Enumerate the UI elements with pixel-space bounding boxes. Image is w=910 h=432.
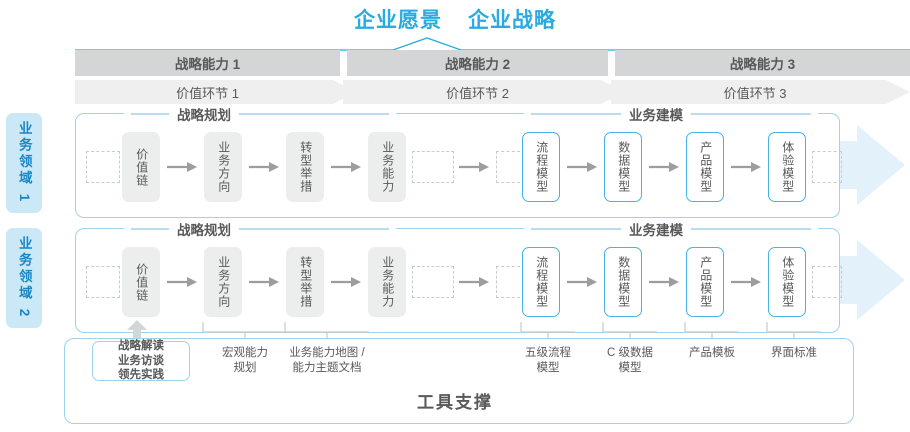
lane-2-connector-mid-a bbox=[412, 266, 454, 298]
value-link-chevrons bbox=[75, 80, 910, 104]
lane-domain-2: 战略规划 业务建模 价值链 业务方向 转型举措 业务能力 流程模型 数据模型 产… bbox=[75, 220, 842, 333]
section-rule-left bbox=[531, 228, 621, 230]
tool-label-2-line-1: 业务能力地图 / bbox=[289, 347, 365, 359]
sidebar-item-domain-1[interactable]: 业务领域 1 bbox=[6, 113, 42, 213]
section-label-planning-1: 战略规划 bbox=[177, 108, 231, 123]
section-rule-right bbox=[239, 113, 389, 115]
title-strategy: 企业战略 bbox=[468, 9, 556, 32]
capability-label-1: 战略能力 1 bbox=[174, 57, 241, 72]
node-planning-2-3[interactable]: 转型举措 bbox=[286, 247, 324, 317]
node-modeling-2-1[interactable]: 流程模型 bbox=[522, 247, 560, 317]
tool-label-1-line-2: 规划 bbox=[233, 361, 257, 374]
tool-tip-line-2: 业务访谈 bbox=[118, 354, 164, 367]
lane-1-connector-mid-a bbox=[412, 151, 454, 183]
tool-label-3-line-2: 模型 bbox=[536, 361, 560, 374]
arrow-icon bbox=[167, 277, 197, 287]
sidebar-item-label-2: 业务领域 2 bbox=[16, 236, 32, 320]
section-label-planning-2: 战略规划 bbox=[177, 223, 231, 238]
value-link-cell-1[interactable]: 价值环节 1 bbox=[75, 80, 340, 104]
lane-2-connector-start bbox=[86, 266, 120, 298]
tool-tip-box[interactable]: 战略解读 业务访谈 领先实践 bbox=[92, 340, 190, 382]
value-link-cell-3[interactable]: 价值环节 3 bbox=[615, 80, 895, 104]
tool-support-title: 工具支撑 bbox=[417, 393, 493, 412]
node-planning-1-1[interactable]: 价值链 bbox=[122, 132, 160, 202]
section-rule-left bbox=[131, 113, 169, 115]
tool-label-4-line-2: 模型 bbox=[618, 361, 642, 374]
section-label-modeling-2: 业务建模 bbox=[629, 223, 683, 238]
value-link-row: 价值环节 1 价值环节 2 价值环节 3 bbox=[75, 80, 910, 104]
arrow-icon bbox=[649, 162, 679, 172]
section-rule-left bbox=[131, 228, 169, 230]
capability-cell-2[interactable]: 战略能力 2 bbox=[347, 50, 608, 76]
node-modeling-2-4[interactable]: 体验模型 bbox=[768, 247, 806, 317]
arrow-icon bbox=[731, 277, 761, 287]
capability-header-row: 战略能力 1 战略能力 2 战略能力 3 bbox=[75, 50, 910, 76]
node-modeling-1-3[interactable]: 产品模型 bbox=[686, 132, 724, 202]
capability-cell-3[interactable]: 战略能力 3 bbox=[615, 50, 910, 76]
lane-1-connector-end bbox=[812, 151, 842, 183]
capability-label-3: 战略能力 3 bbox=[729, 57, 796, 72]
section-rule-right bbox=[239, 228, 389, 230]
tool-label-5: 产品模板 bbox=[668, 346, 756, 361]
node-planning-2-2[interactable]: 业务方向 bbox=[204, 247, 242, 317]
tool-up-arrow-icon bbox=[127, 320, 147, 342]
tool-support-panel bbox=[64, 338, 854, 424]
section-title-planning-2: 战略规划 bbox=[124, 220, 396, 238]
tool-label-1-line-1: 宏观能力 bbox=[222, 347, 268, 359]
tool-label-4-line-1: C 级数据 bbox=[607, 347, 653, 359]
title-vision: 企业愿景 bbox=[354, 9, 442, 32]
section-rule-right bbox=[691, 113, 811, 115]
section-label-modeling-1: 业务建模 bbox=[629, 108, 683, 123]
value-link-label-3: 价值环节 3 bbox=[723, 85, 787, 101]
lane-2-connector-end bbox=[812, 266, 842, 298]
tool-label-3-line-1: 五级流程 bbox=[525, 347, 571, 359]
arrow-icon bbox=[167, 162, 197, 172]
value-link-cell-2[interactable]: 价值环节 2 bbox=[347, 80, 608, 104]
node-planning-1-2[interactable]: 业务方向 bbox=[204, 132, 242, 202]
tool-tip-line-1: 战略解读 bbox=[118, 340, 164, 353]
tool-label-4: C 级数据 模型 bbox=[586, 346, 674, 376]
tool-label-3: 五级流程 模型 bbox=[504, 346, 592, 376]
node-planning-1-4[interactable]: 业务能力 bbox=[368, 132, 406, 202]
node-planning-2-1[interactable]: 价值链 bbox=[122, 247, 160, 317]
lane-domain-1: 战略规划 业务建模 价值链 业务方向 转型举措 业务能力 流程模型 数据模型 产… bbox=[75, 105, 842, 218]
section-title-modeling-2: 业务建模 bbox=[524, 220, 818, 238]
tool-label-6-line-1: 界面标准 bbox=[771, 347, 817, 359]
arrow-icon bbox=[459, 277, 489, 287]
sidebar-item-label-1: 业务领域 1 bbox=[16, 121, 32, 205]
section-title-planning-1: 战略规划 bbox=[124, 105, 396, 123]
page-title: 企业愿景 企业战略 bbox=[0, 4, 910, 34]
node-modeling-1-2[interactable]: 数据模型 bbox=[604, 132, 642, 202]
tool-label-1: 宏观能力 规划 bbox=[201, 346, 289, 376]
node-modeling-2-2[interactable]: 数据模型 bbox=[604, 247, 642, 317]
capability-cell-1[interactable]: 战略能力 1 bbox=[75, 50, 340, 76]
section-title-modeling-1: 业务建模 bbox=[524, 105, 818, 123]
arrow-icon bbox=[331, 162, 361, 172]
value-link-label-2: 价值环节 2 bbox=[446, 85, 509, 101]
tool-tip-line-3: 领先实践 bbox=[118, 369, 164, 382]
section-rule-right bbox=[691, 228, 811, 230]
sidebar-item-domain-2[interactable]: 业务领域 2 bbox=[6, 228, 42, 328]
arrow-icon bbox=[459, 162, 489, 172]
lane-1-connector-start bbox=[86, 151, 120, 183]
arrow-icon bbox=[731, 162, 761, 172]
node-modeling-1-1[interactable]: 流程模型 bbox=[522, 132, 560, 202]
node-modeling-1-4[interactable]: 体验模型 bbox=[768, 132, 806, 202]
arrow-icon bbox=[649, 277, 679, 287]
arrow-icon bbox=[567, 162, 597, 172]
arrow-icon bbox=[331, 277, 361, 287]
arrow-icon bbox=[567, 277, 597, 287]
value-link-label-1: 价值环节 1 bbox=[176, 85, 239, 101]
capability-label-2: 战略能力 2 bbox=[444, 57, 511, 72]
node-modeling-2-3[interactable]: 产品模型 bbox=[686, 247, 724, 317]
arrow-icon bbox=[249, 162, 279, 172]
arrow-icon bbox=[249, 277, 279, 287]
node-planning-2-4[interactable]: 业务能力 bbox=[368, 247, 406, 317]
node-planning-1-3[interactable]: 转型举措 bbox=[286, 132, 324, 202]
section-rule-left bbox=[531, 113, 621, 115]
tool-label-6: 界面标准 bbox=[750, 346, 838, 361]
tool-label-5-line-1: 产品模板 bbox=[689, 347, 735, 359]
tool-label-2-line-2: 能力主题文档 bbox=[292, 361, 362, 374]
tool-label-2: 业务能力地图 / 能力主题文档 bbox=[271, 346, 383, 376]
